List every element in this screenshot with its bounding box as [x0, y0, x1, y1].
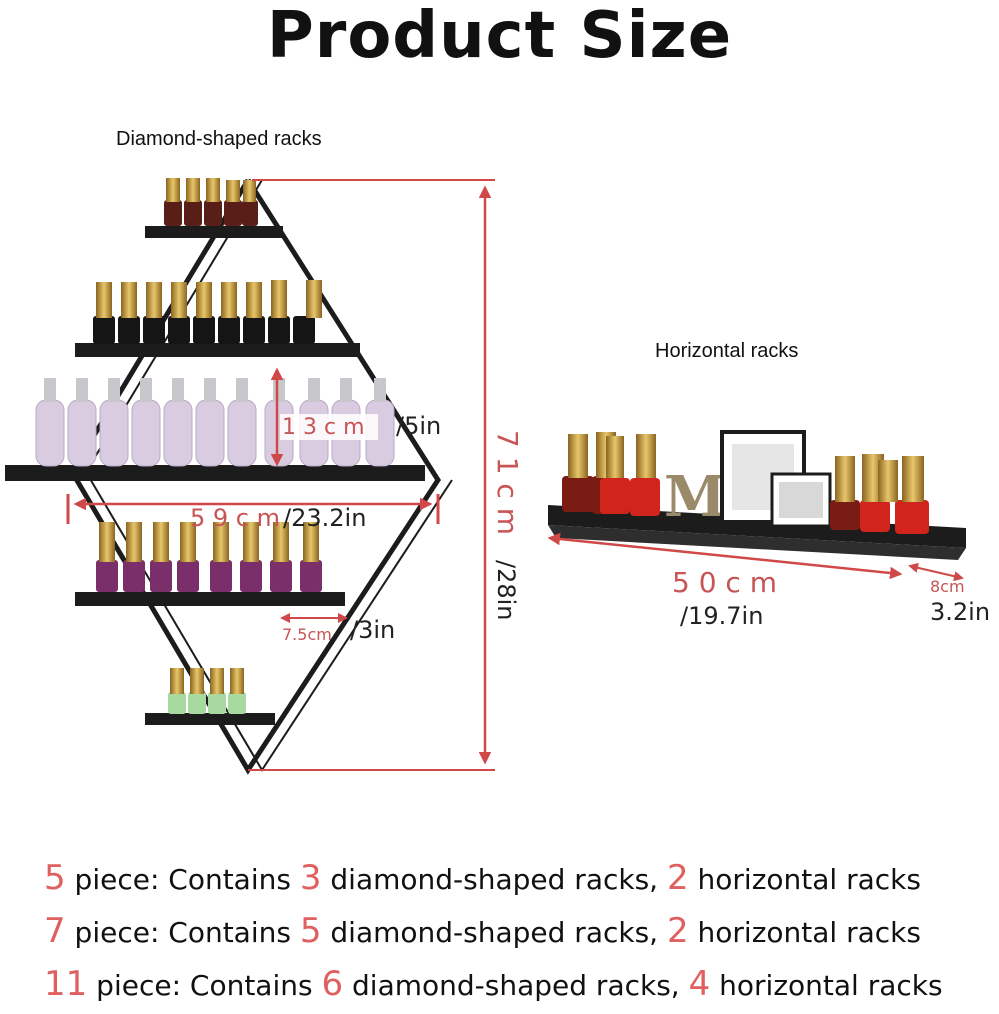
piece-count: 7 — [44, 911, 66, 951]
horizontal-count: 2 — [666, 911, 689, 951]
bottle-height-in: /5in — [396, 412, 441, 440]
piece-option-11: 11 piece: Contains 6 diamond-shaped rack… — [44, 961, 994, 1014]
diamond-height-dimension: 7 1 c m /28in — [248, 179, 524, 771]
piece-text: piece: Contains — [65, 916, 300, 949]
diamond-width-cm: 5 9 c m — [190, 504, 280, 532]
bottle-height-dimension: 1 3 c m /5in — [270, 367, 441, 467]
horizontal-depth-cm: 8cm — [930, 577, 965, 596]
diamond-height-cm: 7 1 c m — [491, 430, 524, 535]
horizontal-depth-in: 3.2in — [930, 598, 990, 626]
piece-count: 5 — [44, 858, 66, 898]
horizontal-racks-label: Horizontal racks — [655, 340, 799, 362]
horizontal-length-dimension: 5 0 c m /19.7in — [547, 532, 903, 630]
bottles-bottom-shelf — [168, 668, 246, 714]
product-figure: 7 1 c m /28in 5 9 c m /23.2in 1 3 c m /5… — [5, 178, 990, 775]
shelf-second — [75, 343, 360, 357]
shelf-depth-dimension: 7.5cm /3in — [280, 613, 395, 644]
shelf-bottom — [145, 713, 275, 725]
diamond-count: 6 — [321, 964, 344, 1004]
piece-text: diamond-shaped racks, — [343, 969, 689, 1002]
piece-count: 11 — [44, 964, 88, 1004]
bottles-top-shelf — [164, 178, 258, 226]
diamond-count: 3 — [299, 858, 322, 898]
piece-text: horizontal racks — [710, 969, 943, 1002]
piece-options: 5 piece: Contains 3 diamond-shaped racks… — [44, 855, 994, 1014]
piece-option-5: 5 piece: Contains 3 diamond-shaped racks… — [44, 855, 994, 908]
horizontal-count: 2 — [666, 858, 689, 898]
bottle-height-cm: 1 3 c m — [282, 415, 365, 440]
piece-text: horizontal racks — [688, 863, 921, 896]
diamond-count: 5 — [299, 911, 322, 951]
piece-text: diamond-shaped racks, — [321, 916, 667, 949]
shelf-middle — [5, 465, 425, 481]
diamond-width-in: /23.2in — [283, 504, 366, 532]
shelf-top — [145, 226, 283, 238]
bottles-fourth-shelf — [96, 522, 322, 592]
piece-text: diamond-shaped racks, — [321, 863, 667, 896]
piece-text: piece: Contains — [65, 863, 300, 896]
shelf-fourth — [75, 592, 345, 606]
shelf-depth-in: /3in — [350, 616, 395, 644]
diamond-height-in: /28in — [492, 560, 520, 621]
page-title: Product Size — [266, 0, 733, 73]
horizontal-length-in: /19.7in — [680, 602, 763, 630]
horizontal-length-cm: 5 0 c m — [672, 566, 777, 599]
piece-option-7: 7 piece: Contains 5 diamond-shaped racks… — [44, 908, 994, 961]
diamond-width-dimension: 5 9 c m /23.2in — [66, 494, 440, 532]
diamond-racks-label: Diamond-shaped racks — [116, 128, 322, 150]
horizontal-rack: M — [548, 430, 966, 560]
diamond-rack — [5, 178, 453, 775]
svg-text:M: M — [664, 464, 726, 530]
bottles-second-shelf — [93, 280, 322, 344]
horizontal-count: 4 — [688, 964, 711, 1004]
piece-text: horizontal racks — [688, 916, 921, 949]
piece-text: piece: Contains — [87, 969, 322, 1002]
horizontal-depth-dimension: 8cm 3.2in — [908, 562, 990, 626]
shelf-depth-cm: 7.5cm — [282, 625, 332, 644]
